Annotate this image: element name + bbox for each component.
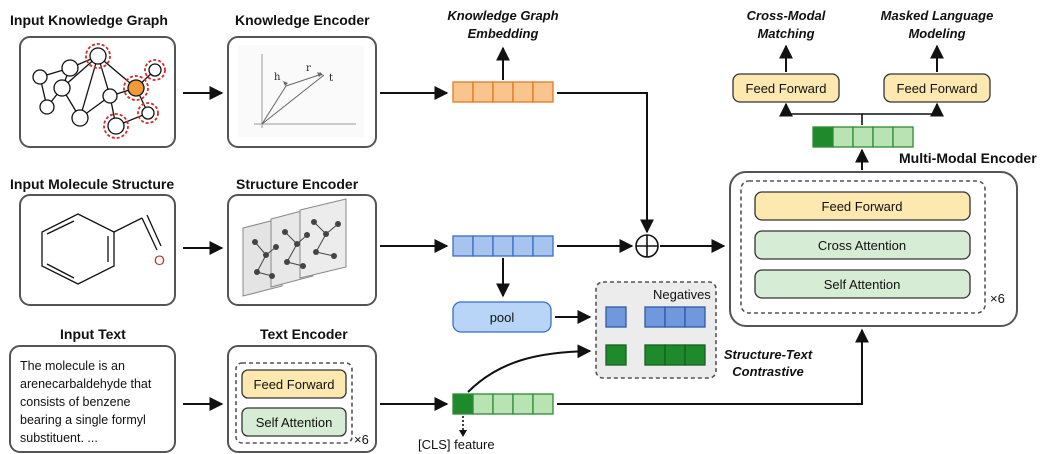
mm-output-tokens: [812, 126, 914, 148]
text-encoder-title: Text Encoder: [260, 326, 348, 342]
neg-struct-anchor: [605, 306, 627, 328]
knowledge-encoder-title: Knowledge Encoder: [235, 12, 370, 28]
text-tokens: [452, 393, 554, 415]
mm-self-attention-label: Self Attention: [824, 277, 901, 292]
text-feed-forward: [241, 369, 347, 399]
cross-modal-label-2: Matching: [757, 26, 814, 41]
mm-self-attention: [754, 269, 971, 299]
kg-t-label: t: [329, 73, 333, 84]
oxygen-label: O: [154, 252, 165, 268]
kg-vector-plot: h r t: [238, 45, 364, 137]
stc-label-2: Contrastive: [732, 364, 804, 379]
input-text-line: substituent. ...: [20, 431, 98, 445]
cls-feature-label: [CLS] feature: [418, 437, 495, 452]
tokens-to-heads-line: [786, 113, 863, 125]
negatives-label: Negatives: [653, 287, 711, 302]
cls-dotted-arrowhead: [459, 430, 467, 437]
kg-nodes: [32, 47, 162, 135]
pool-block: [452, 301, 552, 333]
text-feed-forward-label: Feed Forward: [254, 377, 335, 392]
input-text-body: The molecule is an arenecarbaldehyde tha…: [20, 359, 152, 445]
neg-text-anchor: [605, 344, 627, 366]
kg-highlight-rings: [85, 43, 166, 139]
mm-feed-forward-label: Feed Forward: [822, 199, 903, 214]
cls-token: [452, 393, 474, 415]
multimodal-block: [740, 180, 986, 314]
input-text-line: arenecarbaldehyde that: [20, 377, 152, 391]
input-text-line: consists of benzene: [20, 395, 131, 409]
cmm-feed-forward-label: Feed Forward: [746, 81, 827, 96]
fusion-plus-icon: [635, 234, 659, 258]
kg-panel: [19, 36, 176, 148]
kg-embedding-tokens: [452, 81, 554, 103]
mlm-feed-forward: [883, 73, 991, 103]
kg-embedding-label-2: Embedding: [468, 26, 539, 41]
stc-label-1: Structure-Text: [724, 347, 813, 362]
structure-encoder-title: Structure Encoder: [236, 176, 359, 192]
cross-modal-label-1: Cross-Modal: [747, 8, 826, 23]
mm-encoder-repeat: ×6: [990, 291, 1005, 306]
mlm-feed-forward-label: Feed Forward: [897, 81, 978, 96]
text-encoder-block: [235, 362, 353, 444]
input-text-line: The molecule is an: [20, 359, 125, 373]
input-text-title: Input Text: [60, 326, 126, 342]
benzaldehyde-structure: [41, 213, 162, 285]
text-to-mm-encoder-arrow: [557, 328, 869, 405]
input-kg-title: Input Knowledge Graph: [10, 12, 168, 28]
input-text-line: bearing a single formyl: [20, 413, 146, 427]
cls-to-negatives-arrow: [467, 344, 592, 393]
kg-embedding-label-1: Knowledge Graph: [447, 8, 558, 23]
graph-layers-stack: [242, 198, 347, 297]
mm-feed-forward: [754, 191, 971, 221]
neg-struct-tokens: [644, 306, 706, 328]
mm-cross-attention: [754, 230, 971, 260]
text-self-attention: [241, 407, 347, 437]
kg-to-fusion-arrow: [557, 92, 654, 234]
multimodal-encoder-title: Multi-Modal Encoder: [899, 150, 1037, 166]
text-self-attention-label: Self Attention: [256, 415, 333, 430]
text-encoder-repeat: ×6: [354, 432, 369, 447]
molecule-panel: [19, 194, 176, 306]
neg-text-tokens: [644, 344, 706, 366]
pool-label: pool: [490, 310, 515, 325]
structure-tokens: [452, 235, 554, 257]
cmm-feed-forward: [732, 73, 840, 103]
input-molecule-title: Input Molecule Structure: [10, 176, 174, 192]
kg-r-label: r: [306, 63, 311, 74]
mlm-label-2: Modeling: [908, 26, 965, 41]
input-text-panel: [9, 345, 176, 453]
kg-h-label: h: [274, 72, 281, 83]
mlm-label-1: Masked Language: [881, 8, 994, 23]
mm-cross-attention-label: Cross Attention: [818, 238, 906, 253]
